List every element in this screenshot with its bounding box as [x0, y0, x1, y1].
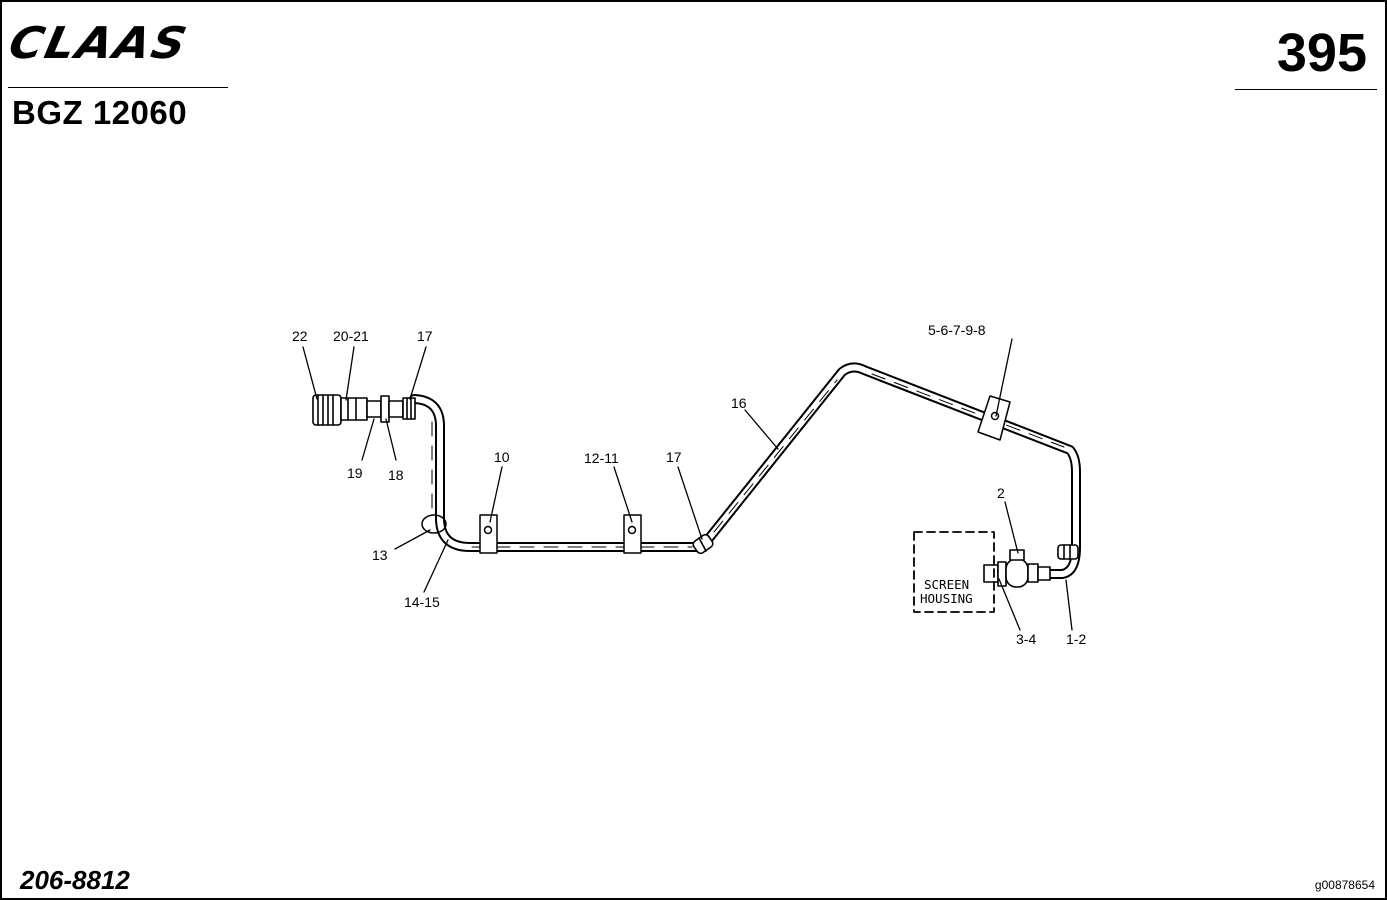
bracket-5-9	[977, 395, 1011, 441]
callout-20-21: 20-21	[333, 328, 369, 344]
screen-housing-label-line1: SCREEN	[924, 577, 969, 592]
callout-10: 10	[494, 449, 510, 465]
page-number: 395	[1276, 23, 1367, 83]
header-rule-left	[8, 87, 228, 88]
callout-22: 22	[292, 328, 308, 344]
screen-housing-label-line2: HOUSING	[920, 591, 973, 606]
callout-12-11: 12-11	[584, 450, 619, 466]
hose-clamp-13	[421, 514, 447, 534]
callout-5-6-7-9-8: 5-6-7-9-8	[928, 322, 986, 338]
model-label: BGZ 12060	[12, 94, 188, 131]
header-rule-right	[1235, 89, 1377, 90]
screen-housing-box	[913, 531, 995, 613]
tube-dash	[431, 373, 1073, 548]
callout-17-mid: 17	[666, 449, 682, 465]
callout-16: 16	[731, 395, 747, 411]
callout-1-2: 1-2	[1066, 631, 1086, 647]
bracket-12-11	[623, 514, 642, 554]
quick-coupler-assembly	[312, 394, 416, 426]
callout-14-15: 14-15	[404, 594, 440, 610]
callout-17-top: 17	[417, 328, 433, 344]
leader-lines	[302, 338, 1073, 631]
callout-18: 18	[388, 467, 404, 483]
callout-3-4: 3-4	[1016, 631, 1036, 647]
fitting-17-mid	[692, 533, 714, 555]
bracket-10	[479, 514, 498, 554]
image-code: g00878654	[1314, 878, 1375, 892]
callout-13: 13	[372, 547, 388, 563]
part-number: 206-8812	[20, 865, 130, 895]
valve-assembly	[983, 544, 1079, 588]
callout-2: 2	[997, 485, 1005, 501]
callout-19: 19	[347, 465, 363, 481]
